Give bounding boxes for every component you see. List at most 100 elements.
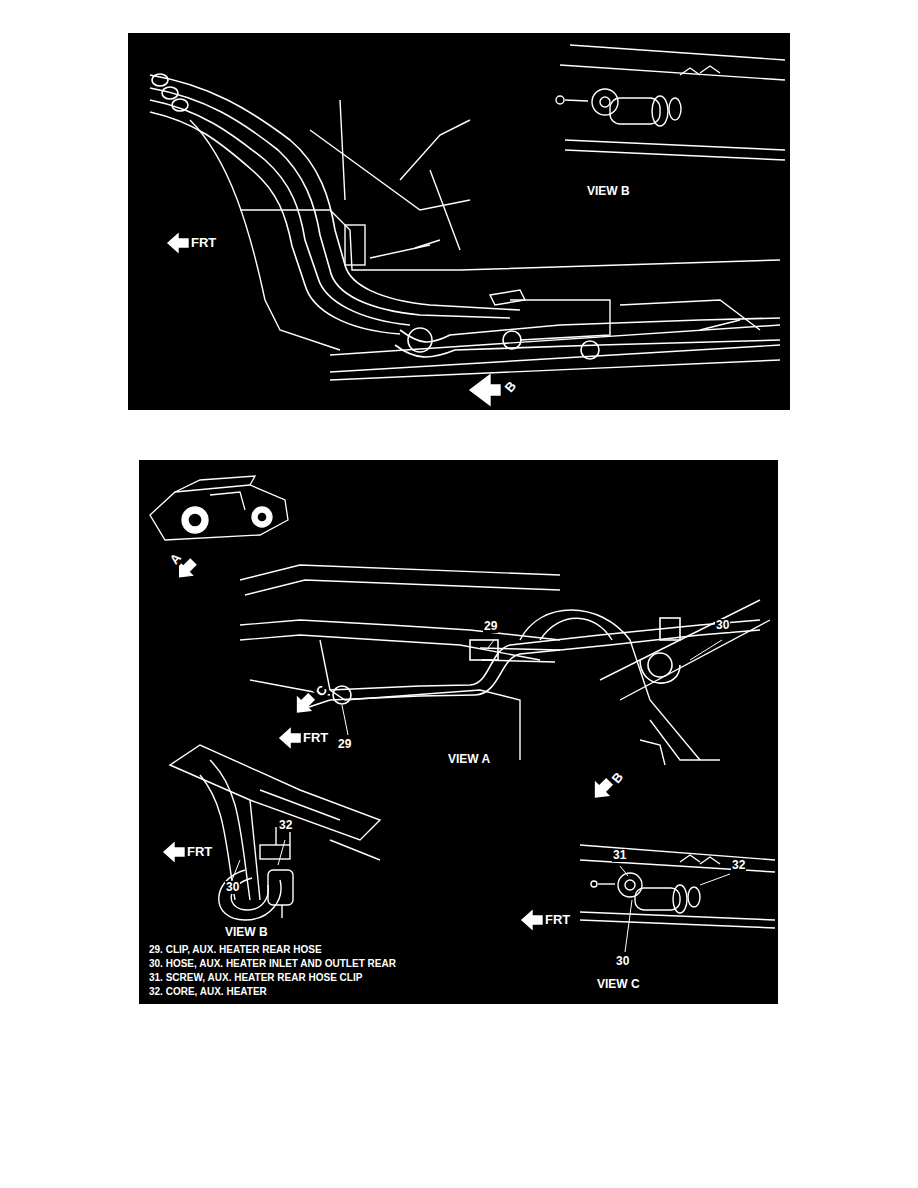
top-view-b	[570, 45, 785, 60]
view-a-frame	[245, 580, 560, 595]
top-frame	[490, 290, 525, 305]
view-c-detail	[580, 912, 775, 920]
top-frame	[470, 375, 500, 405]
view-c-detail	[522, 845, 775, 929]
top-view-b	[565, 100, 588, 101]
top-hoses	[150, 74, 780, 359]
front-arrow-label: FRT	[190, 236, 217, 250]
view-b-detail	[260, 845, 290, 859]
top-frame	[510, 300, 610, 340]
top-frame	[620, 300, 760, 330]
view-title: VIEW A	[447, 753, 491, 766]
view-a-hoses	[648, 653, 672, 677]
top-view-b	[565, 140, 785, 150]
view-c-detail	[618, 873, 642, 897]
view-a-hoses	[330, 620, 760, 690]
top-view-b	[700, 66, 720, 73]
view-a-hoses	[280, 729, 300, 747]
view-a-frame	[320, 640, 520, 760]
top-frame	[330, 325, 780, 355]
callout-number: 29	[337, 738, 352, 751]
view-a-hoses	[470, 640, 498, 660]
view-b-detail	[260, 790, 340, 820]
top-view-b	[556, 96, 564, 104]
car-icon	[182, 507, 208, 533]
top-view-b	[669, 98, 681, 120]
top-frame	[330, 345, 780, 372]
car-icon	[252, 507, 272, 527]
car-icon	[175, 476, 255, 492]
view-b-detail	[250, 800, 260, 900]
leader-lines	[278, 840, 285, 865]
legend-line: 29. CLIP, AUX. HEATER REAR HOSE	[148, 944, 323, 955]
callout-number: 31	[612, 849, 627, 862]
view-title: VIEW C	[596, 978, 641, 991]
callout-number: 29	[483, 620, 498, 633]
view-c-detail	[673, 885, 687, 913]
front-arrow-label: FRT	[544, 913, 571, 927]
view-c-detail	[580, 920, 775, 928]
top-view-b	[560, 65, 785, 80]
leader-lines	[232, 640, 730, 952]
legend-line: 31. SCREW, AUX. HEATER REAR HOSE CLIP	[148, 972, 363, 983]
view-a-hoses	[333, 686, 351, 704]
top-hoses	[150, 112, 400, 334]
front-arrow-label: FRT	[186, 845, 213, 859]
panel-ground	[128, 33, 790, 1004]
top-hoses	[400, 318, 780, 342]
view-a-frame	[620, 620, 770, 700]
car-icon	[150, 476, 288, 582]
view-a-frame	[540, 618, 612, 640]
top-frame	[168, 234, 188, 252]
top-hoses	[172, 99, 188, 111]
view-c-detail	[580, 845, 775, 860]
top-hoses	[162, 87, 178, 99]
view-b-detail	[164, 745, 380, 920]
view-title: VIEW B	[586, 185, 631, 198]
view-b-detail	[275, 827, 276, 845]
leader-lines	[342, 705, 348, 735]
top-frame	[340, 100, 345, 200]
car-icon	[150, 485, 288, 540]
view-b-detail	[219, 870, 281, 920]
view-a-frame	[520, 610, 700, 760]
leader-lines	[488, 640, 494, 648]
top-hoses	[150, 75, 520, 310]
view-c-detail	[522, 911, 542, 929]
view-c-detail	[700, 857, 720, 864]
leader-lines	[232, 860, 240, 880]
top-frame	[330, 360, 780, 380]
top-view-b	[600, 97, 610, 107]
view-b-detail	[210, 760, 250, 900]
top-frame	[415, 240, 440, 248]
view-c-detail	[598, 883, 615, 884]
view-a-frame	[240, 565, 770, 765]
view-a-frame	[640, 740, 665, 765]
callout-number: 30	[715, 619, 730, 632]
top-view-b	[592, 89, 618, 115]
top-view-b	[556, 45, 785, 160]
front-arrow-label: FRT	[302, 731, 329, 745]
view-a-frame	[650, 720, 720, 760]
view-a-hoses	[660, 618, 680, 640]
view-c-detail	[688, 887, 700, 907]
top-frame	[430, 170, 460, 250]
top-view-b	[652, 96, 668, 126]
leader-lines	[700, 874, 730, 885]
view-c-detail	[580, 860, 775, 872]
top-frame	[190, 120, 340, 350]
callout-number: 30	[225, 881, 240, 894]
view-c-detail	[625, 880, 635, 890]
top-hoses	[503, 331, 521, 349]
view-c-detail	[591, 881, 597, 887]
view-b-detail	[281, 905, 282, 918]
view-b-detail	[268, 870, 293, 905]
view-a-hoses	[291, 691, 318, 718]
view-a-hoses	[640, 660, 680, 683]
view-c-detail	[680, 855, 700, 862]
view-b-detail	[164, 843, 184, 861]
leader-lines	[625, 900, 632, 952]
car-icon	[257, 512, 267, 522]
callout-number: 32	[278, 819, 293, 832]
